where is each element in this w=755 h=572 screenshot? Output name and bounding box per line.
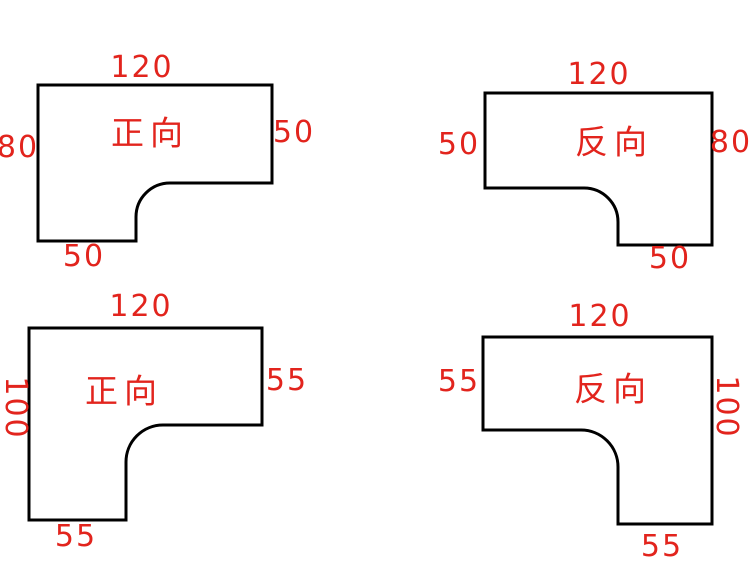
dim-label-top: 120 (109, 289, 173, 324)
dim-label-right: 80 (709, 125, 753, 160)
dim-label-bottom: 50 (648, 241, 692, 276)
orientation-label: 正向 (85, 371, 163, 411)
dim-label-left: 50 (437, 127, 481, 162)
dim-label-top: 120 (567, 57, 631, 92)
dim-label-bottom: 55 (54, 519, 98, 554)
dim-label-bottom: 50 (62, 239, 106, 274)
dim-label-left: 80 (0, 130, 40, 165)
dim-label-bottom: 55 (640, 529, 684, 564)
dim-label-left: 55 (437, 364, 481, 399)
l-desk-outline (27, 326, 264, 522)
l-desk-outline (483, 91, 714, 247)
dim-label-right: 100 (709, 375, 744, 439)
orientation-label: 正向 (111, 113, 189, 153)
dim-label-right: 50 (272, 115, 316, 150)
orientation-label: 反向 (574, 369, 652, 409)
dim-label-right: 55 (265, 363, 309, 398)
dim-label-top: 120 (568, 299, 632, 334)
dim-label-top: 120 (110, 50, 174, 85)
l-desk-outline (36, 83, 274, 243)
l-desk-outline (481, 335, 714, 526)
orientation-label: 反向 (575, 122, 653, 162)
